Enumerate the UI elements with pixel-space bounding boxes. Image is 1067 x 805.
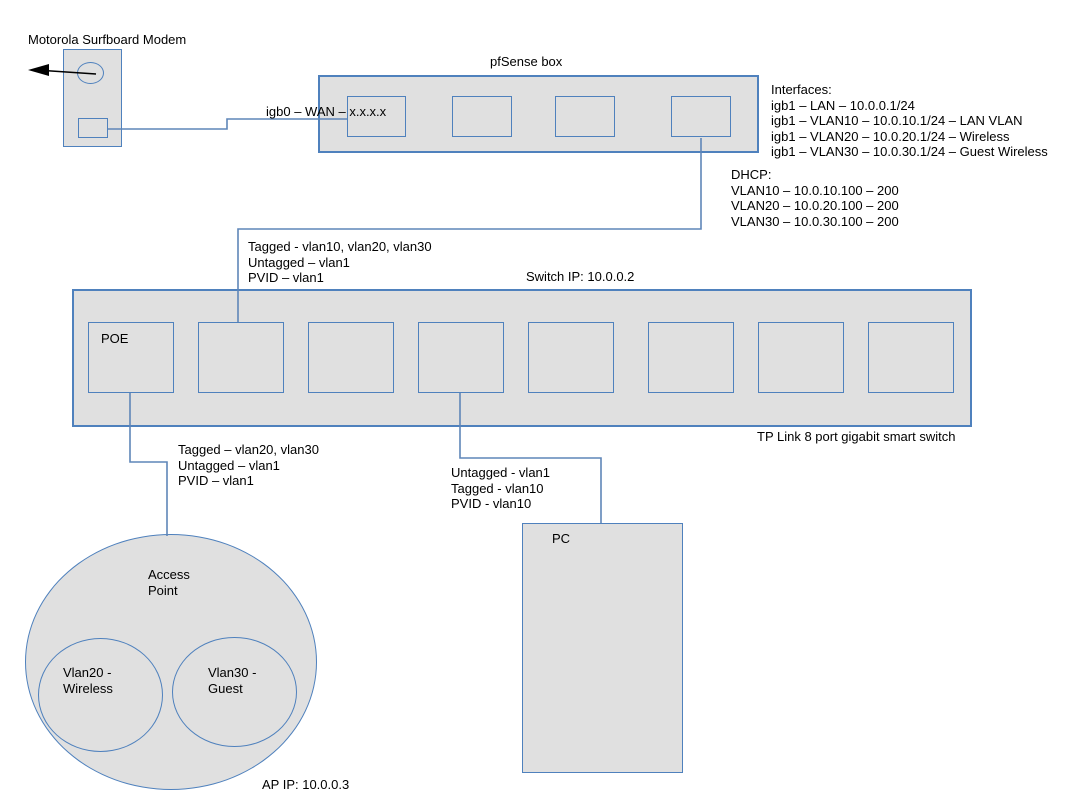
dhcp-text: DHCP: VLAN10 – 10.0.10.100 – 200 VLAN20 … [731, 167, 899, 229]
interfaces-title: Interfaces: [771, 82, 832, 97]
switch-port-4 [418, 322, 504, 393]
interfaces-line: igb1 – LAN – 10.0.0.1/24 [771, 97, 915, 113]
dhcp-line: VLAN20 – 10.0.20.100 – 200 [731, 198, 899, 213]
vlan20-label: Vlan20 - Wireless [63, 665, 113, 696]
trunk-label-switch-pc: Untagged - vlan1 Tagged - vlan10 PVID - … [451, 465, 550, 512]
pfsense-port-2 [452, 96, 512, 137]
switch-port-2 [198, 322, 284, 393]
trunk-line: Untagged – vlan1 [248, 254, 350, 270]
pfsense-title: pfSense box [490, 54, 563, 69]
switch-ip-label: Switch IP: 10.0.0.2 [526, 269, 635, 284]
internet-arrow [28, 64, 97, 76]
trunk-line: PVID – vlan1 [178, 473, 254, 488]
pfsense-port-1 [347, 96, 406, 137]
cable-pfsense-to-switch [237, 138, 702, 322]
dhcp-line: VLAN30 – 10.0.30.100 – 200 [731, 213, 899, 229]
vlan30-label-line: Vlan30 - [208, 665, 257, 680]
vlan30-guest-circle [172, 637, 297, 747]
trunk-line: Untagged – vlan1 [178, 457, 280, 473]
trunk-line: PVID – vlan1 [248, 270, 324, 285]
interfaces-text: Interfaces: igb1 – LAN – 10.0.0.1/24 igb… [771, 82, 1048, 160]
pfsense-box [318, 75, 759, 153]
trunk-line: Tagged - vlan10, vlan20, vlan30 [248, 239, 432, 254]
poe-port-label: POE [101, 331, 129, 346]
switch-port-poe [88, 322, 174, 393]
switch-name-label: TP Link 8 port gigabit smart switch [757, 429, 956, 444]
vlan20-wireless-circle [38, 638, 163, 752]
access-point-label-line: Point [148, 582, 178, 598]
switch-box [72, 289, 972, 427]
wan-label: igb0 – WAN – x.x.x.x [266, 104, 387, 119]
dhcp-title: DHCP: [731, 167, 772, 182]
pc-box [522, 523, 683, 773]
trunk-line: Tagged - vlan10 [451, 480, 544, 496]
pc-label: PC [552, 531, 571, 546]
switch-port-3 [308, 322, 394, 393]
interfaces-line: igb1 – VLAN10 – 10.0.10.1/24 – LAN VLAN [771, 113, 1023, 128]
trunk-line: Tagged – vlan20, vlan30 [178, 442, 319, 457]
trunk-line: Untagged - vlan1 [451, 465, 551, 480]
vlan20-label-line: Vlan20 - [63, 665, 112, 680]
cable-modem-to-pfsense [108, 118, 347, 130]
cable-switch-to-ap [129, 393, 168, 536]
vlan30-label: Vlan30 - Guest [208, 665, 256, 696]
modem-title: Motorola Surfboard Modem [28, 32, 187, 47]
trunk-label-switch-ap: Tagged – vlan20, vlan30 Untagged – vlan1… [178, 442, 319, 489]
vlan20-label-line: Wireless [63, 680, 113, 696]
dhcp-line: VLAN10 – 10.0.10.100 – 200 [731, 182, 899, 198]
switch-port-7 [758, 322, 844, 393]
access-point-label: Access Point [148, 567, 190, 598]
trunk-label-pfsense-switch: Tagged - vlan10, vlan20, vlan30 Untagged… [248, 239, 432, 286]
interfaces-line: igb1 – VLAN20 – 10.0.20.1/24 – Wireless [771, 128, 1010, 144]
cable-switch-to-pc [459, 393, 602, 523]
pfsense-port-4 [671, 96, 731, 137]
trunk-line: PVID - vlan10 [451, 496, 532, 511]
interfaces-line: igb1 – VLAN30 – 10.0.30.1/24 – Guest Wir… [771, 144, 1048, 159]
modem-ethernet-port [78, 118, 108, 138]
switch-port-5 [528, 322, 614, 393]
access-point-label-line: Access [148, 567, 190, 582]
vlan30-label-line: Guest [208, 680, 243, 696]
switch-port-8 [868, 322, 954, 393]
switch-port-6 [648, 322, 734, 393]
pfsense-port-3 [555, 96, 615, 137]
ap-ip-label: AP IP: 10.0.0.3 [262, 777, 350, 792]
